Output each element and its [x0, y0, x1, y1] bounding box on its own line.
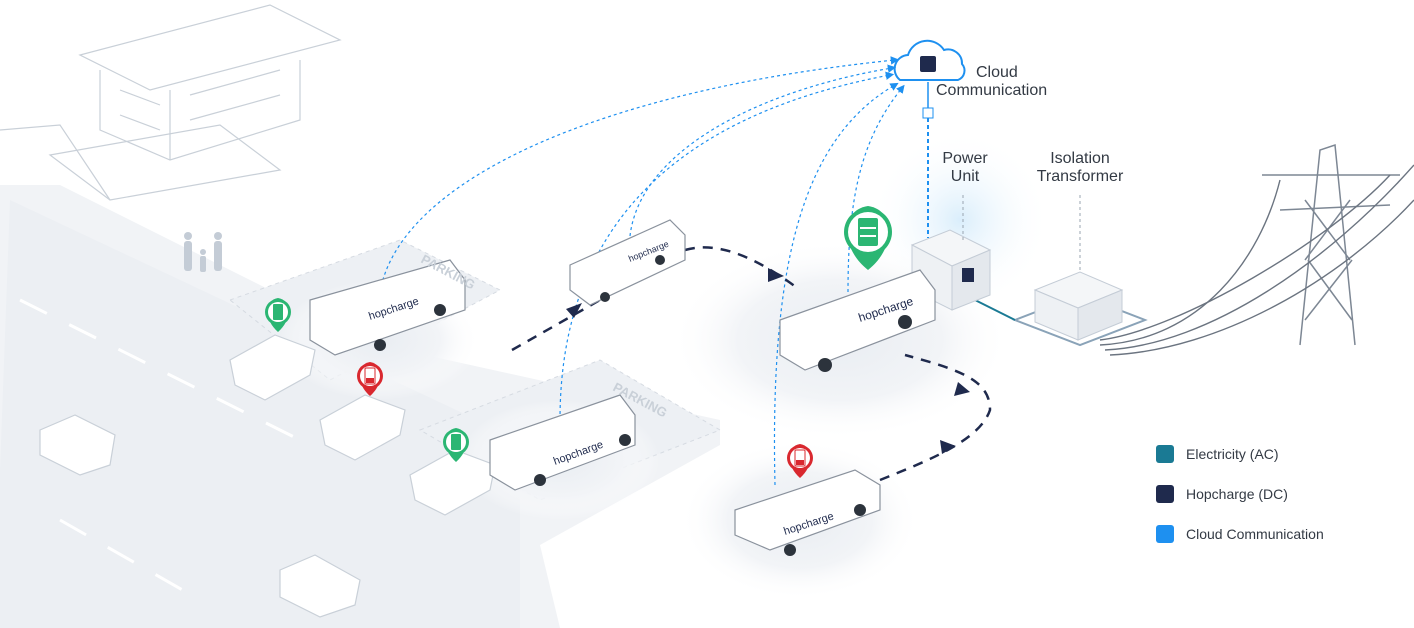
dc-arrowheads [566, 268, 970, 454]
battery-full-icon [443, 428, 469, 462]
van-icon [309, 219, 936, 551]
legend-item-hopcharge: Hopcharge (DC) [1156, 474, 1324, 514]
van-wheels [374, 255, 912, 556]
house-icon [0, 4, 342, 201]
legend-label-electricity: Electricity (AC) [1186, 446, 1279, 462]
legend-swatch-cloud [1156, 525, 1174, 543]
dc-path [511, 246, 992, 482]
isolation-transformer [1012, 195, 1148, 347]
power-label-line2: Unit [950, 168, 980, 185]
iso-label-line2: Transformer [1036, 168, 1124, 185]
power-unit-label: Power Unit [925, 150, 1005, 186]
legend-swatch-electricity [1156, 445, 1174, 463]
legend-label-hopcharge: Hopcharge (DC) [1186, 486, 1288, 502]
battery-full-icon [844, 206, 892, 270]
legend-item-cloud: Cloud Communication [1156, 514, 1324, 554]
battery-full-icon [265, 298, 291, 332]
legend-swatch-hopcharge [1156, 485, 1174, 503]
battery-low-icon [787, 444, 813, 478]
power-lines [1099, 164, 1414, 356]
family-icon [184, 232, 222, 272]
legend: Electricity (AC) Hopcharge (DC) Cloud Co… [1156, 434, 1324, 554]
legend-item-electricity: Electricity (AC) [1156, 434, 1324, 474]
cloud-icon [893, 39, 966, 238]
cloud-communication-label: Cloud Communication [936, 64, 1076, 100]
battery-low-icon [357, 362, 383, 396]
cloud-label-line1: Cloud [976, 64, 1018, 81]
iso-label-line1: Isolation [1050, 150, 1110, 167]
power-label-line1: Power [942, 150, 988, 167]
isolation-transformer-label: Isolation Transformer [1020, 150, 1140, 186]
cloud-label-line2: Communication [936, 82, 1048, 99]
cloud-links [379, 56, 905, 486]
transmission-tower-icon [1262, 143, 1400, 346]
car-icon [39, 334, 496, 618]
ac-electricity-line [974, 299, 1016, 321]
legend-label-cloud: Cloud Communication [1186, 526, 1324, 542]
